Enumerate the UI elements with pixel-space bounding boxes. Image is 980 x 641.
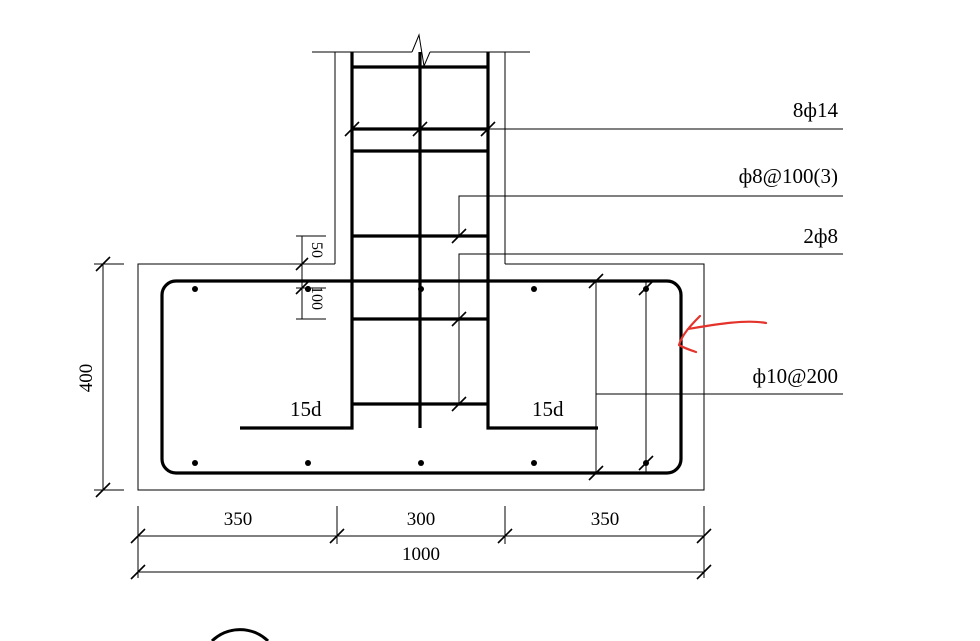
- red-arrow-annotation: [677, 314, 768, 354]
- label-tie-bars: 2ф8: [803, 224, 838, 248]
- label-hook-left: 15d: [290, 397, 322, 421]
- label-dim-left: 350: [224, 509, 253, 530]
- rebar-dot: [418, 286, 424, 292]
- label-main-bars: 8ф14: [793, 98, 839, 122]
- column-rebar-cage: [240, 52, 598, 430]
- rebar-dot: [531, 460, 537, 466]
- column-outline: [312, 33, 530, 264]
- height-dimension: [94, 256, 124, 498]
- rebar-dot: [531, 286, 537, 292]
- cover-dimension: [295, 235, 335, 320]
- label-cover-inner: 100: [308, 286, 325, 310]
- label-cover-top: 50: [308, 242, 325, 258]
- rebar-dot: [192, 286, 198, 292]
- rebar-dot: [192, 460, 198, 466]
- footing-outline: [137, 263, 705, 491]
- label-dim-right: 350: [591, 509, 620, 530]
- label-slab-bars: ф10@200: [753, 364, 838, 388]
- label-dim-mid: 300: [407, 509, 436, 530]
- label-dim-total: 1000: [402, 544, 440, 565]
- leader-lines: [352, 128, 843, 404]
- label-height-total: 400: [76, 364, 97, 393]
- rebar-dot: [418, 460, 424, 466]
- label-hook-right: 15d: [532, 397, 564, 421]
- partial-circle-marker: [210, 628, 270, 641]
- label-stirrup: ф8@100(3): [739, 164, 838, 188]
- rebar-dot: [305, 460, 311, 466]
- width-dimension: [130, 506, 712, 580]
